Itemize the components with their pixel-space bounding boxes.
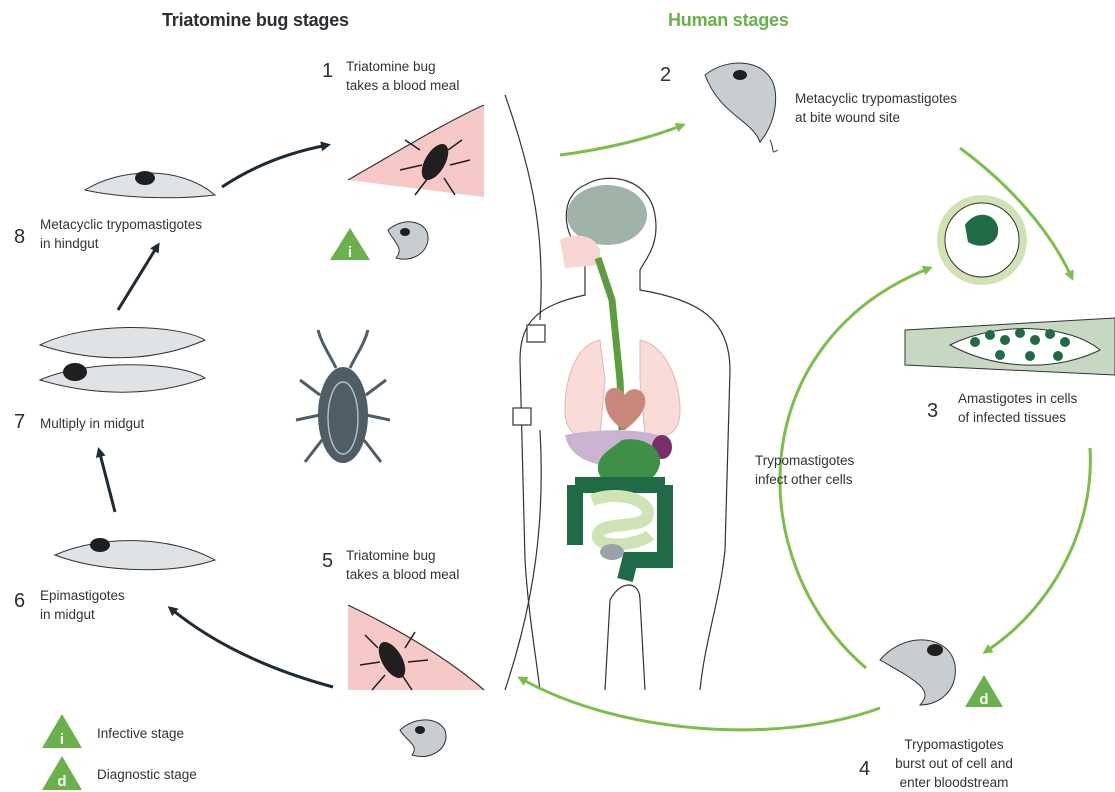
step-4-line2: burst out of cell and <box>884 754 1024 773</box>
step-6-number: 6 <box>14 590 25 613</box>
inner-cycle-line2: infect other cells <box>755 470 854 489</box>
tissue-icon <box>905 318 1115 375</box>
step-1-line2: takes a blood meal <box>346 76 459 95</box>
legend-diagnostic-icon: d <box>42 756 82 790</box>
svg-text:d: d <box>57 773 66 790</box>
arrow-1-to-2 <box>560 125 683 155</box>
step-1-label: Triatomine bug takes a blood meal <box>346 57 459 95</box>
diagnostic-stage-badge: d <box>965 675 1003 708</box>
epimastigote-icon <box>55 538 215 570</box>
trypomastigote-icon <box>400 720 446 757</box>
step-5-number: 5 <box>322 550 333 573</box>
arrow-7-to-8 <box>118 245 158 310</box>
arrow-6-to-7 <box>99 450 115 512</box>
step-4-line3: enter bloodstream <box>884 773 1024 792</box>
step-2-label: Metacyclic trypomastigotes at bite wound… <box>795 89 957 127</box>
step-4-line1: Trypomastigotes <box>884 735 1024 754</box>
step-4-number: 4 <box>859 758 870 781</box>
step-6-line2: in midgut <box>40 605 125 624</box>
step-6-label: Epimastigotes in midgut <box>40 586 125 624</box>
step-7-number: 7 <box>14 411 25 434</box>
skin-patch-upper <box>348 105 484 197</box>
arrow-3-to-4 <box>985 448 1090 652</box>
legend-infective-label: Infective stage <box>97 724 184 743</box>
step-6-line1: Epimastigotes <box>40 586 125 605</box>
step-5-line1: Triatomine bug <box>346 546 459 565</box>
step-3-number: 3 <box>927 400 938 423</box>
step-1-line1: Triatomine bug <box>346 57 459 76</box>
svg-text:i: i <box>348 244 352 261</box>
step-2-line2: at bite wound site <box>795 108 957 127</box>
step-8-line1: Metacyclic trypomastigotes <box>40 215 202 234</box>
inner-cycle-line1: Trypomastigotes <box>755 451 854 470</box>
step-8-line2: in hindgut <box>40 234 202 253</box>
legend-diagnostic-label: Diagnostic stage <box>97 765 197 784</box>
trypomastigote-icon <box>705 63 778 152</box>
step-2-line1: Metacyclic trypomastigotes <box>795 89 957 108</box>
infective-stage-badge: i <box>330 228 370 261</box>
step-3-line1: Amastigotes in cells <box>958 389 1077 408</box>
svg-text:d: d <box>979 691 988 708</box>
trypomastigote-icon <box>880 640 955 705</box>
legend-infective-icon: i <box>42 714 82 748</box>
triatomine-bug-icon <box>296 330 390 463</box>
step-3-line2: of infected tissues <box>958 408 1077 427</box>
step-5-line2: takes a blood meal <box>346 565 459 584</box>
skin-patch-lower <box>348 605 484 690</box>
step-5-label: Triatomine bug takes a blood meal <box>346 546 459 584</box>
step-1-number: 1 <box>322 60 333 83</box>
amastigote-cell-icon <box>937 195 1027 285</box>
svg-text:i: i <box>60 731 64 748</box>
step-2-number: 2 <box>660 64 671 87</box>
step-3-label: Amastigotes in cells of infected tissues <box>958 389 1077 427</box>
human-body-icon <box>505 95 730 690</box>
step-4-label: Trypomastigotes burst out of cell and en… <box>884 735 1024 792</box>
step-7-line1: Multiply in midgut <box>40 414 144 433</box>
epimastigote-icon <box>85 171 215 198</box>
inner-cycle-label: Trypomastigotes infect other cells <box>755 451 854 489</box>
arrow-8-to-1 <box>222 145 328 187</box>
step-8-label: Metacyclic trypomastigotes in hindgut <box>40 215 202 253</box>
arrow-5-to-6 <box>170 608 333 687</box>
step-7-label: Multiply in midgut <box>40 414 144 433</box>
epimastigote-icon <box>40 328 205 393</box>
trypomastigote-icon <box>388 222 428 259</box>
step-8-number: 8 <box>14 226 25 249</box>
